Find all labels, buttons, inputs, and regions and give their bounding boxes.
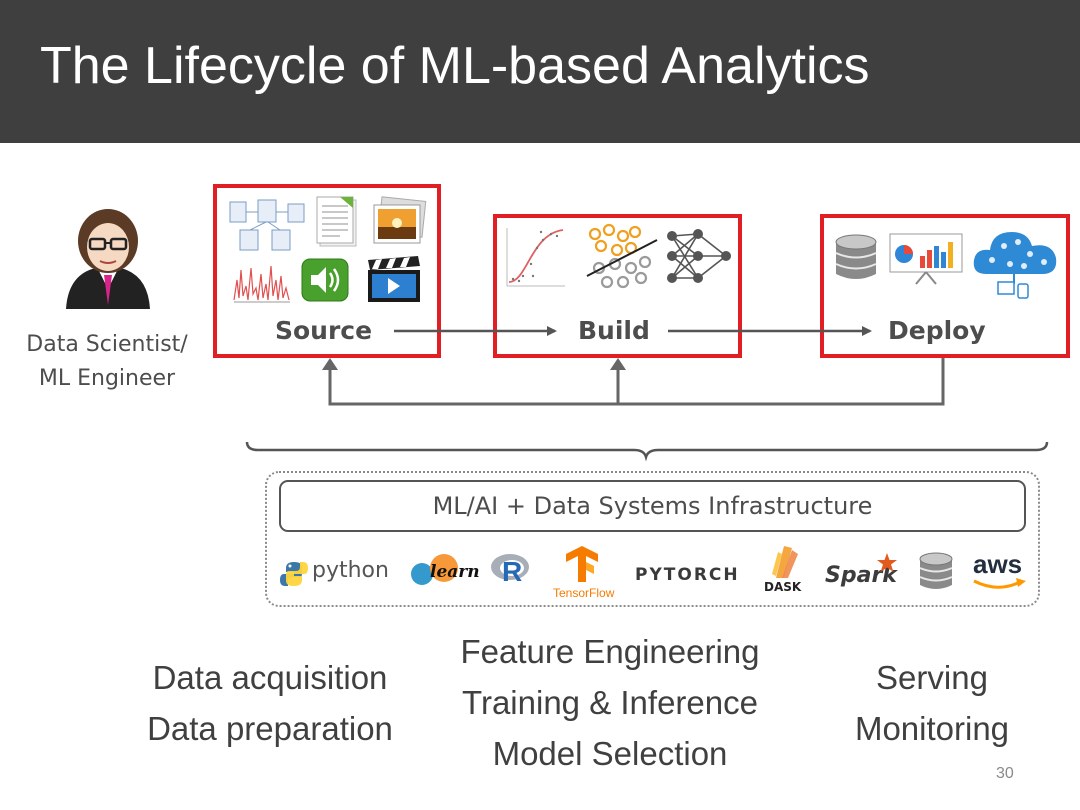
task-data-preparation: Data preparation	[147, 710, 393, 747]
infrastructure-label: ML/AI + Data Systems Infrastructure	[279, 480, 1026, 532]
tensorflow-logo-text: TensorFlow	[553, 586, 615, 600]
photo-icon	[373, 196, 427, 244]
curly-brace	[245, 441, 1049, 462]
infrastructure-panel	[265, 471, 1040, 607]
data-scientist-icon	[66, 209, 150, 309]
document-icon	[316, 196, 357, 247]
database-logo-icon	[919, 552, 953, 589]
neural-network-icon	[667, 229, 731, 283]
source-label: Source	[275, 316, 373, 345]
title-bar: The Lifecycle of ML-based Analytics	[0, 0, 1080, 143]
time-series-icon	[233, 265, 290, 303]
person-label-line1: Data Scientist/	[26, 332, 188, 357]
task-data-acquisition: Data acquisition	[152, 659, 388, 696]
person-label-line2: ML Engineer	[38, 366, 176, 391]
tensorflow-logo-icon	[566, 546, 598, 582]
source-box	[213, 184, 441, 358]
deploy-box	[820, 214, 1070, 358]
task-training-inference: Training & Inference	[462, 684, 758, 721]
sigmoid-curve-icon	[506, 228, 565, 287]
deploy-label: Deploy	[888, 316, 986, 345]
source-tasks: Data acquisition Data preparation	[120, 656, 420, 758]
python-logo-text: python	[312, 558, 389, 583]
build-label: Build	[578, 316, 650, 345]
dask-logo-text: DASK	[764, 580, 802, 594]
aws-smile-icon	[973, 578, 1026, 589]
slide-title: The Lifecycle of ML-based Analytics	[40, 37, 870, 95]
task-serving: Serving	[876, 659, 988, 696]
build-box	[493, 214, 742, 358]
sklearn-logo-text: learn	[430, 562, 480, 582]
task-monitoring: Monitoring	[854, 710, 1010, 747]
sklearn-logo-icon	[411, 554, 458, 585]
aws-logo-text: aws	[973, 549, 1023, 579]
clustering-icon	[586, 223, 658, 289]
pytorch-logo-text: PYTORCH	[635, 565, 740, 585]
r-logo-icon	[491, 554, 529, 580]
dask-logo-icon	[772, 546, 798, 578]
video-clapper-icon	[368, 256, 420, 302]
build-tasks: Feature Engineering Training & Inference…	[430, 630, 790, 783]
dashboard-board-icon	[889, 233, 963, 285]
task-feature-engineering: Feature Engineering	[460, 633, 760, 670]
schema-diagram-icon	[229, 199, 305, 251]
task-model-selection: Model Selection	[492, 735, 728, 772]
feedback-loop	[328, 358, 945, 406]
spark-star-icon	[877, 553, 897, 572]
page-number: 30	[996, 765, 1014, 782]
deploy-tasks: Serving Monitoring	[820, 656, 1044, 758]
cloud-network-icon	[973, 232, 1057, 299]
python-logo-icon	[280, 562, 308, 586]
database-icon	[835, 234, 877, 279]
audio-icon	[301, 258, 349, 302]
r-logo-text: R	[502, 556, 523, 587]
person-label: Data Scientist/ ML Engineer	[12, 328, 202, 396]
